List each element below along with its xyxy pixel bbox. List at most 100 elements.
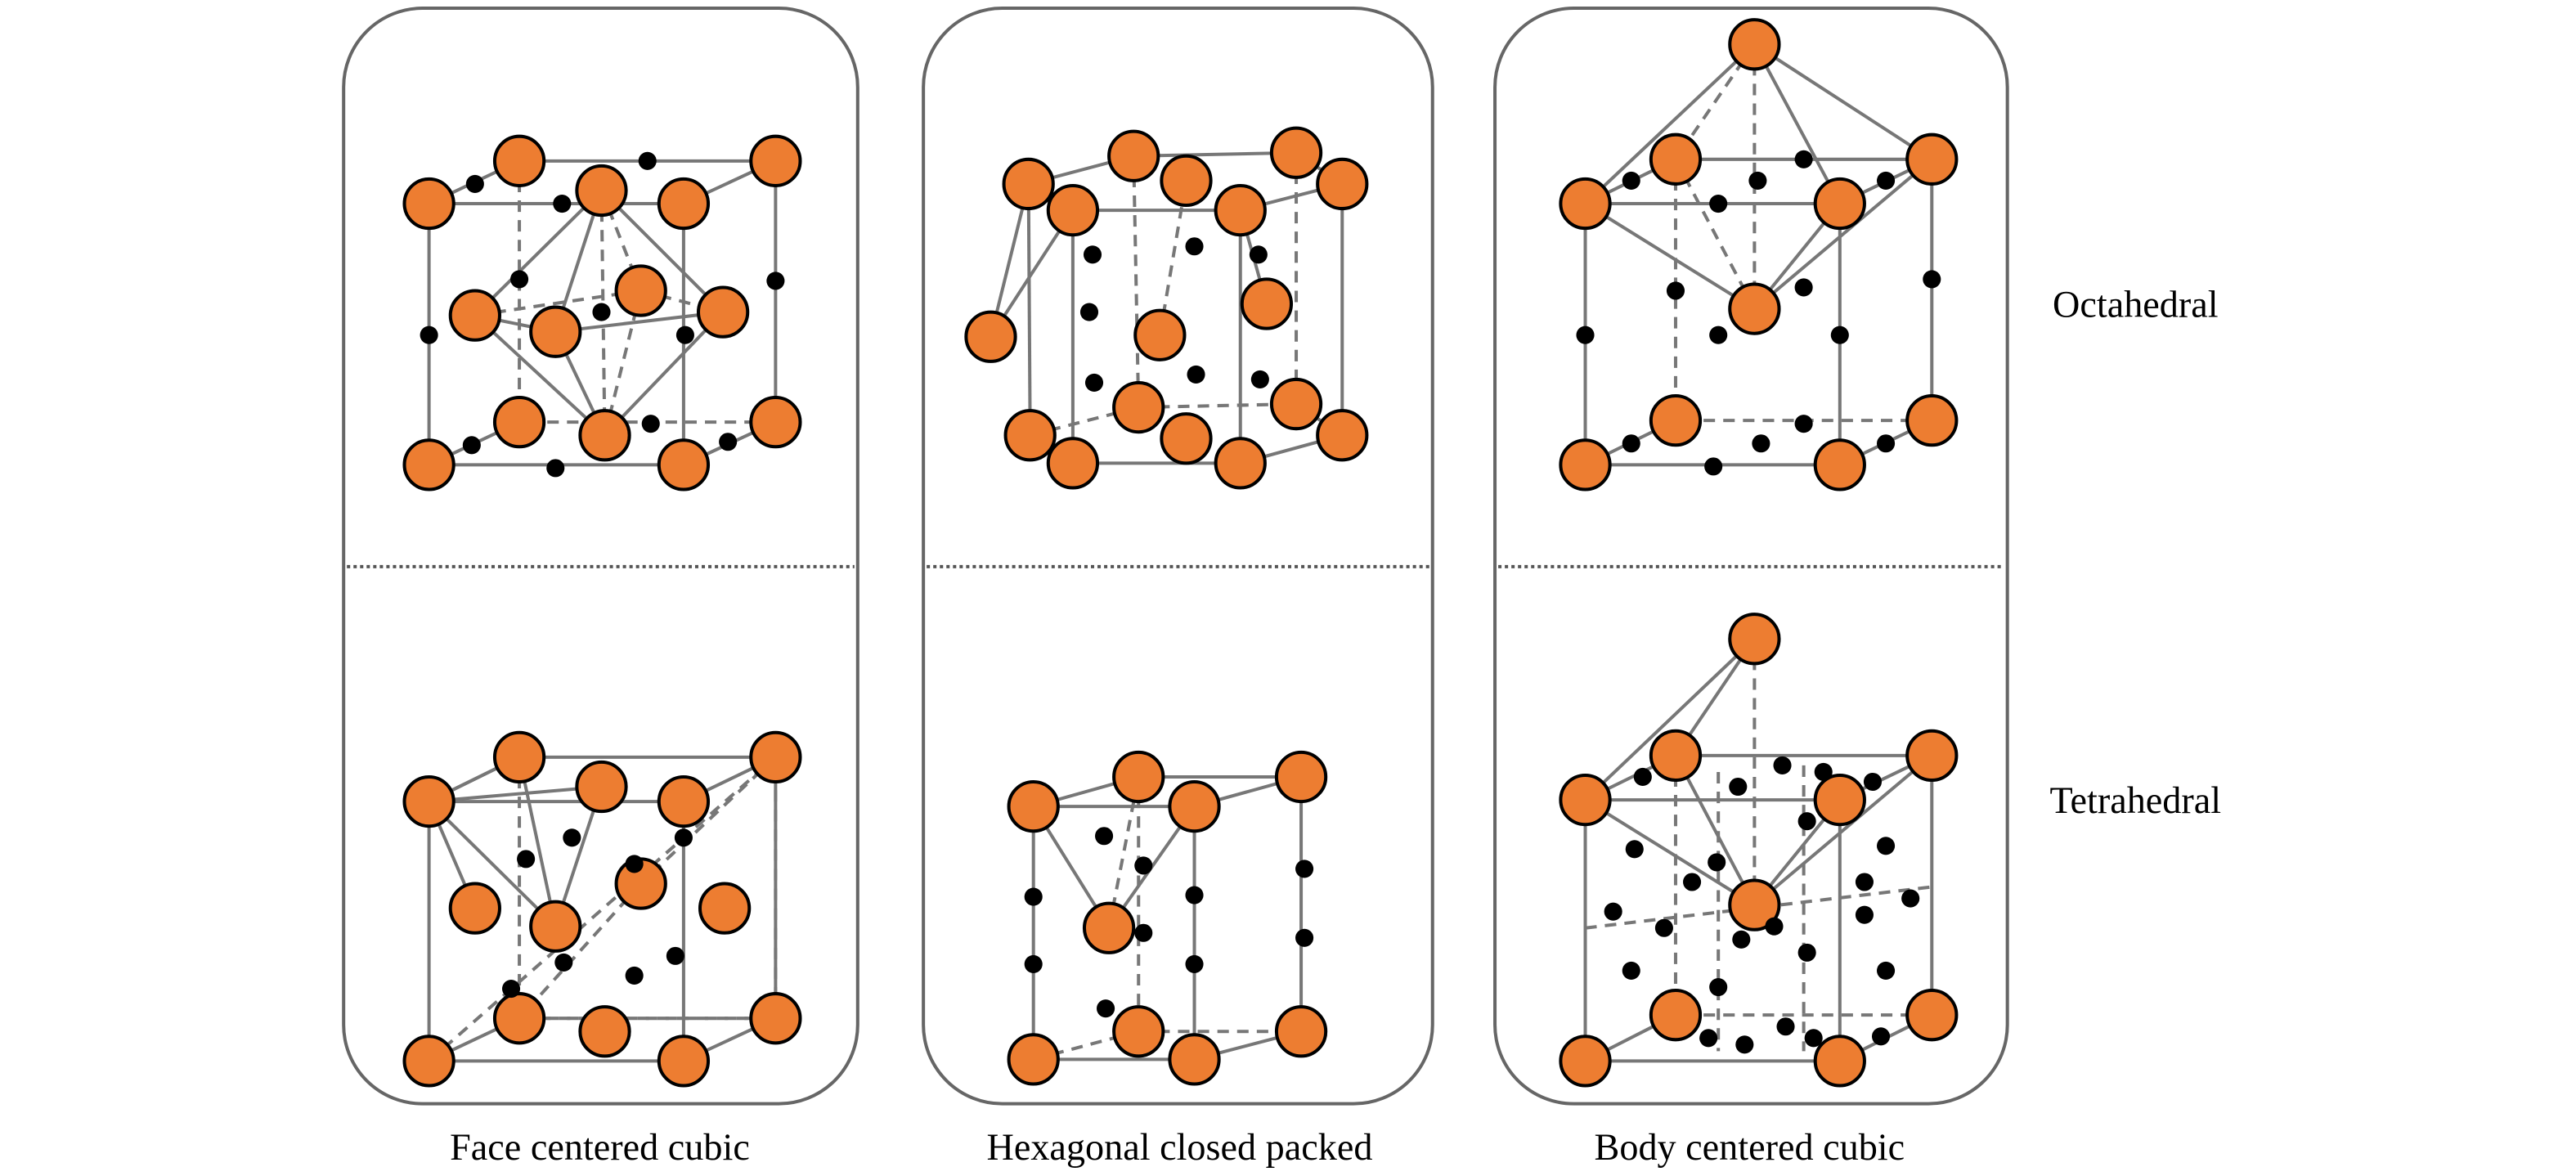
interstitial-site [674, 828, 693, 847]
interstitial-site [1084, 373, 1104, 392]
interstitial-site [766, 272, 785, 290]
atom [1559, 1035, 1612, 1088]
interstitial-site [1735, 1035, 1754, 1054]
atom [402, 177, 456, 231]
atom [1168, 1033, 1221, 1086]
atom [1813, 438, 1866, 491]
atom [1728, 878, 1781, 931]
edge [1584, 798, 1756, 907]
interstitial-site [1830, 325, 1849, 344]
atom [1003, 409, 1057, 462]
interstitial-site [1748, 171, 1767, 190]
hcp-tetrahedral-structure [1007, 750, 1328, 1086]
interstitial-site [1765, 917, 1784, 936]
atom [492, 730, 546, 783]
interstitial-site [1024, 954, 1043, 973]
atom [402, 1035, 456, 1088]
column-label-fcc: Face centered cubic [450, 1126, 750, 1168]
interstitial-site [625, 966, 644, 985]
edge [429, 785, 602, 804]
interstitial-site [1794, 150, 1813, 168]
atom [1160, 154, 1213, 208]
interstitial-site [1134, 856, 1153, 875]
atom [492, 992, 546, 1045]
interstitial-site [1863, 772, 1883, 792]
atom [749, 730, 802, 783]
atom [1649, 394, 1703, 447]
atom [578, 1005, 631, 1058]
interstitial-site [625, 855, 644, 873]
atom [1649, 729, 1703, 782]
atom [1082, 901, 1136, 954]
atom [1002, 157, 1055, 211]
interstitial-site [1185, 954, 1204, 973]
atom [1316, 157, 1369, 211]
interstitial-site [1877, 171, 1896, 190]
interstitial-site [1704, 457, 1723, 476]
atom [614, 264, 667, 317]
interstitial-site [554, 953, 573, 972]
edge [1674, 754, 1757, 906]
interstitial-site [1773, 756, 1792, 774]
edge [1584, 637, 1756, 801]
interstitial-site [1295, 928, 1314, 947]
atom [492, 134, 546, 187]
edge [1753, 158, 1933, 311]
atom [1813, 177, 1866, 231]
interstitial-site [1622, 434, 1640, 453]
atom [402, 438, 456, 491]
row-label-octahedral: Octahedral [2053, 284, 2219, 325]
hidden-edge [518, 882, 643, 1020]
atom [1559, 773, 1612, 827]
interstitial-site [1855, 905, 1874, 924]
interstitial-site [1654, 918, 1673, 937]
column-label-bcc: Body centered cubic [1595, 1126, 1905, 1168]
atom [1813, 773, 1866, 827]
interstitial-site [641, 415, 660, 433]
interstitial-site [592, 303, 611, 321]
interstitial-site [1732, 930, 1751, 949]
interstitial-site [1877, 837, 1896, 855]
atom [1649, 989, 1703, 1042]
interstitial-site [517, 850, 536, 869]
atom [1728, 613, 1781, 666]
interstitial-site [1709, 194, 1728, 213]
interstitial-site [666, 946, 684, 965]
atom [575, 164, 628, 218]
interstitial-site [1877, 434, 1896, 453]
atom [964, 310, 1017, 363]
interstitial-site [1295, 860, 1314, 878]
hidden-edge [1132, 155, 1141, 408]
fcc-octahedral-structure [402, 134, 802, 491]
interstitial-site [719, 433, 738, 451]
atom [1046, 437, 1100, 490]
panel-bcc [1493, 7, 2009, 1106]
interstitial-site [1187, 365, 1205, 384]
atom [1728, 282, 1781, 335]
interstitial-site [420, 325, 438, 344]
edge [555, 310, 724, 334]
interstitial-site [1901, 889, 1920, 908]
atom [448, 289, 501, 342]
atom [1559, 438, 1612, 491]
atom [575, 760, 628, 814]
atom [492, 396, 546, 449]
edge [473, 314, 606, 437]
edge [600, 189, 725, 314]
interstitial-site [1576, 325, 1595, 344]
interstitial-site [1604, 902, 1622, 921]
interstitial-site [1699, 1029, 1718, 1048]
interstitial-site [1633, 767, 1652, 787]
interstitial-site [1794, 415, 1813, 433]
edge [604, 311, 725, 437]
hidden-edge [474, 289, 641, 317]
interstitial-site [638, 151, 657, 170]
bcc-tetrahedral-structure [1559, 613, 1959, 1088]
interstitial-site [1185, 886, 1204, 904]
atom [1168, 779, 1221, 833]
atom [696, 285, 750, 339]
atom [1649, 132, 1703, 186]
interstitial-site [1083, 245, 1102, 264]
atom [657, 438, 711, 491]
